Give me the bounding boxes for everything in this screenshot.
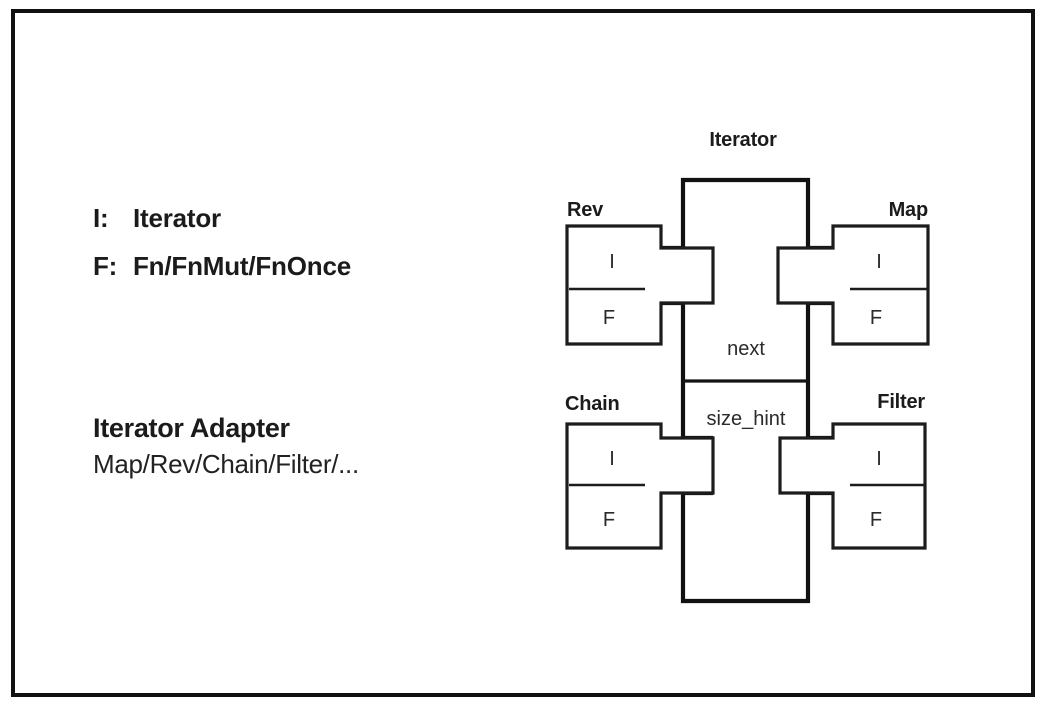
legend-value-iterator: Iterator — [133, 203, 221, 233]
map-label: Map — [889, 199, 928, 221]
slide-border: I: Iterator F: Fn/FnMut/FnOnce Iterator … — [11, 9, 1035, 697]
chain-label: Chain — [565, 393, 620, 415]
adapter-block: Iterator Adapter Map/Rev/Chain/Filter/..… — [93, 413, 523, 480]
adapter-heading: Iterator Adapter — [93, 413, 290, 443]
legend-key-i: I: — [93, 203, 109, 233]
adapter-list: Map/Rev/Chain/Filter/... — [93, 449, 359, 480]
legend-value-fn: Fn/FnMut/FnOnce — [133, 251, 351, 281]
rev-generic-i: I — [609, 251, 615, 273]
iterator-center-piece[interactable] — [653, 177, 838, 604]
iterator-slot-size-hint: size_hint — [707, 408, 786, 430]
legend-key-f: F: — [93, 251, 118, 281]
iterator-puzzle-diagram: Iterator next size_hint Rev I F Map I F — [535, 113, 975, 633]
legend: I: Iterator F: Fn/FnMut/FnOnce — [93, 205, 513, 301]
chain-generic-f: F — [603, 509, 615, 531]
legend-row-iterator: I: Iterator — [93, 205, 513, 231]
map-generic-f: F — [870, 307, 882, 329]
chain-generic-i: I — [609, 448, 615, 470]
rev-label: Rev — [567, 199, 604, 221]
map-piece[interactable] — [776, 224, 930, 346]
filter-generic-f: F — [870, 509, 882, 531]
filter-generic-i: I — [876, 448, 882, 470]
rev-piece[interactable] — [565, 224, 715, 346]
rev-generic-f: F — [603, 307, 615, 329]
filter-label: Filter — [877, 391, 925, 413]
iterator-slot-next: next — [727, 338, 765, 360]
iterator-title: Iterator — [709, 129, 777, 151]
legend-row-fn: F: Fn/FnMut/FnOnce — [93, 253, 513, 279]
map-generic-i: I — [876, 251, 882, 273]
